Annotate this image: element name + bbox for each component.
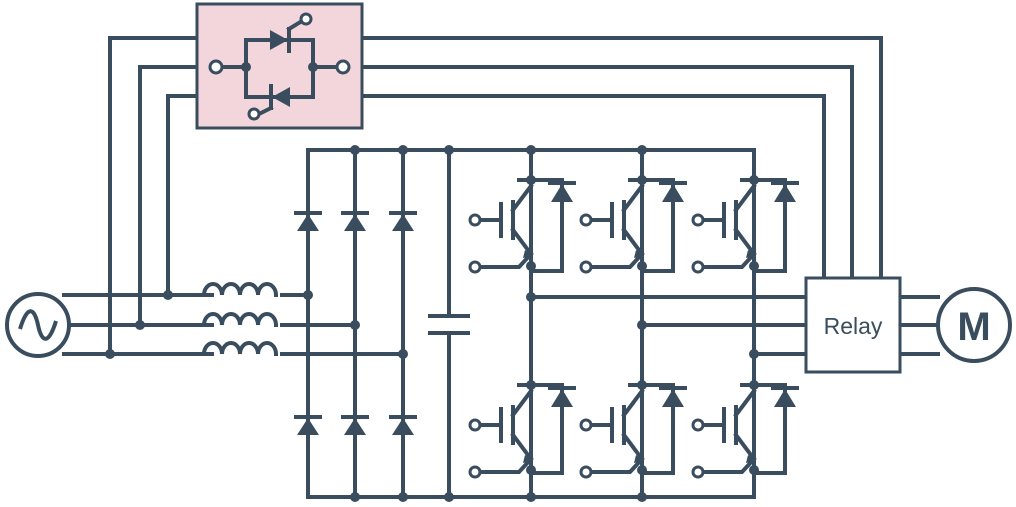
junction-dot: [135, 320, 145, 330]
junction-dot: [749, 380, 759, 390]
diode: [297, 418, 319, 435]
motor-icon: M: [936, 287, 1012, 363]
diode: [297, 214, 319, 231]
junction-dot: [526, 261, 536, 271]
junction-dot: [303, 290, 313, 300]
igbt-module: [691, 353, 799, 484]
junction-dot: [749, 175, 759, 185]
junction-dot: [637, 492, 647, 502]
ac-source-icon: [5, 292, 71, 358]
igbt-module: [691, 148, 799, 282]
rectifier-bridge: [294, 211, 417, 435]
igbt-module: [579, 353, 687, 484]
diode: [344, 214, 366, 231]
junction-dot: [163, 290, 173, 300]
igbt-module: [579, 148, 687, 282]
thyristor-bypass-module: [195, 2, 364, 130]
input-reactor: [201, 282, 279, 357]
junctions: [105, 145, 759, 502]
junction-dot: [749, 261, 759, 271]
diode: [392, 214, 414, 231]
junction-dot: [637, 465, 647, 475]
junction-dot: [350, 492, 360, 502]
junction-dot: [637, 320, 647, 330]
junction-dot: [526, 145, 536, 155]
junction-dot: [350, 145, 360, 155]
junction-dot: [444, 492, 454, 502]
junction-dot: [526, 292, 536, 302]
relay-label: Relay: [824, 313, 883, 339]
junction-dot: [749, 465, 759, 475]
junction-dot: [444, 145, 454, 155]
junction-dot: [637, 380, 647, 390]
junction-dot: [526, 465, 536, 475]
junction-dot: [749, 349, 759, 359]
junction-dot: [637, 261, 647, 271]
junction-dot: [105, 349, 115, 359]
motor-label: M: [957, 305, 990, 349]
junction-dot: [398, 492, 408, 502]
diode: [392, 418, 414, 435]
igbt-module: [468, 148, 576, 282]
diode: [344, 418, 366, 435]
relay-box: Relay: [804, 276, 902, 374]
junction-dot: [526, 175, 536, 185]
junction-dot: [398, 145, 408, 155]
igbt-module: [468, 353, 576, 484]
junction-dot: [350, 320, 360, 330]
junction-dot: [398, 349, 408, 359]
junction-dot: [526, 380, 536, 390]
junction-dot: [637, 175, 647, 185]
junction-dot: [526, 492, 536, 502]
junction-dot: [637, 145, 647, 155]
inverter-bridge: [468, 148, 799, 484]
